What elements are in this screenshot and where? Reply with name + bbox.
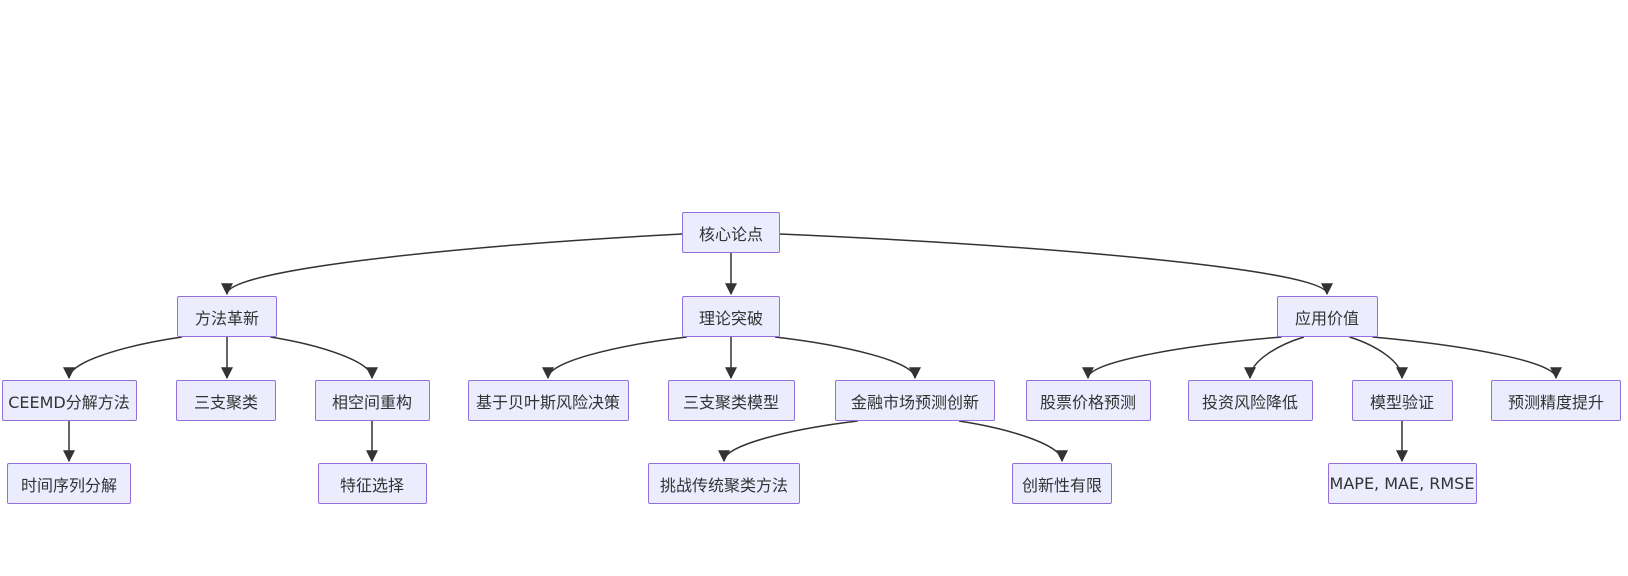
node-method: 方法革新 <box>177 296 277 337</box>
edge-theory-finance <box>775 336 921 380</box>
node-timeseries: 时间序列分解 <box>7 463 131 504</box>
node-bayes: 基于贝叶斯风险决策 <box>467 380 629 421</box>
node-threemodel: 三支聚类模型 <box>667 380 795 421</box>
node-feature: 特征选择 <box>317 463 427 504</box>
node-finance: 金融市场预测创新 <box>835 380 995 421</box>
edge-finance-challenge <box>718 420 858 463</box>
edge-value-invest <box>1244 336 1305 380</box>
node-phase: 相空间重构 <box>314 380 430 421</box>
node-three: 三支聚类 <box>176 380 276 421</box>
node-core: 核心论点 <box>682 212 780 253</box>
node-value: 应用价值 <box>1276 296 1378 337</box>
edge-method-phase <box>270 336 378 380</box>
node-ceemd: CEEMD分解方法 <box>1 380 137 421</box>
edge-method-ceemd <box>63 336 183 380</box>
edge-value-model <box>1349 336 1408 380</box>
node-challenge: 挑战传统聚类方法 <box>648 463 800 504</box>
node-mape: MAPE, MAE, RMSE <box>1327 463 1477 504</box>
node-precision: 预测精度提升 <box>1491 380 1621 421</box>
node-invest: 投资风险降低 <box>1187 380 1313 421</box>
edge-theory-bayes <box>542 336 687 380</box>
edge-core-method <box>221 233 683 296</box>
node-limited: 创新性有限 <box>1012 463 1112 504</box>
node-stock: 股票价格预测 <box>1025 380 1151 421</box>
edge-core-value <box>779 233 1333 296</box>
edge-value-stock <box>1082 336 1282 380</box>
node-model: 模型验证 <box>1351 380 1453 421</box>
edge-finance-limited <box>958 420 1068 463</box>
node-theory: 理论突破 <box>682 296 780 337</box>
edge-value-precision <box>1372 336 1562 380</box>
